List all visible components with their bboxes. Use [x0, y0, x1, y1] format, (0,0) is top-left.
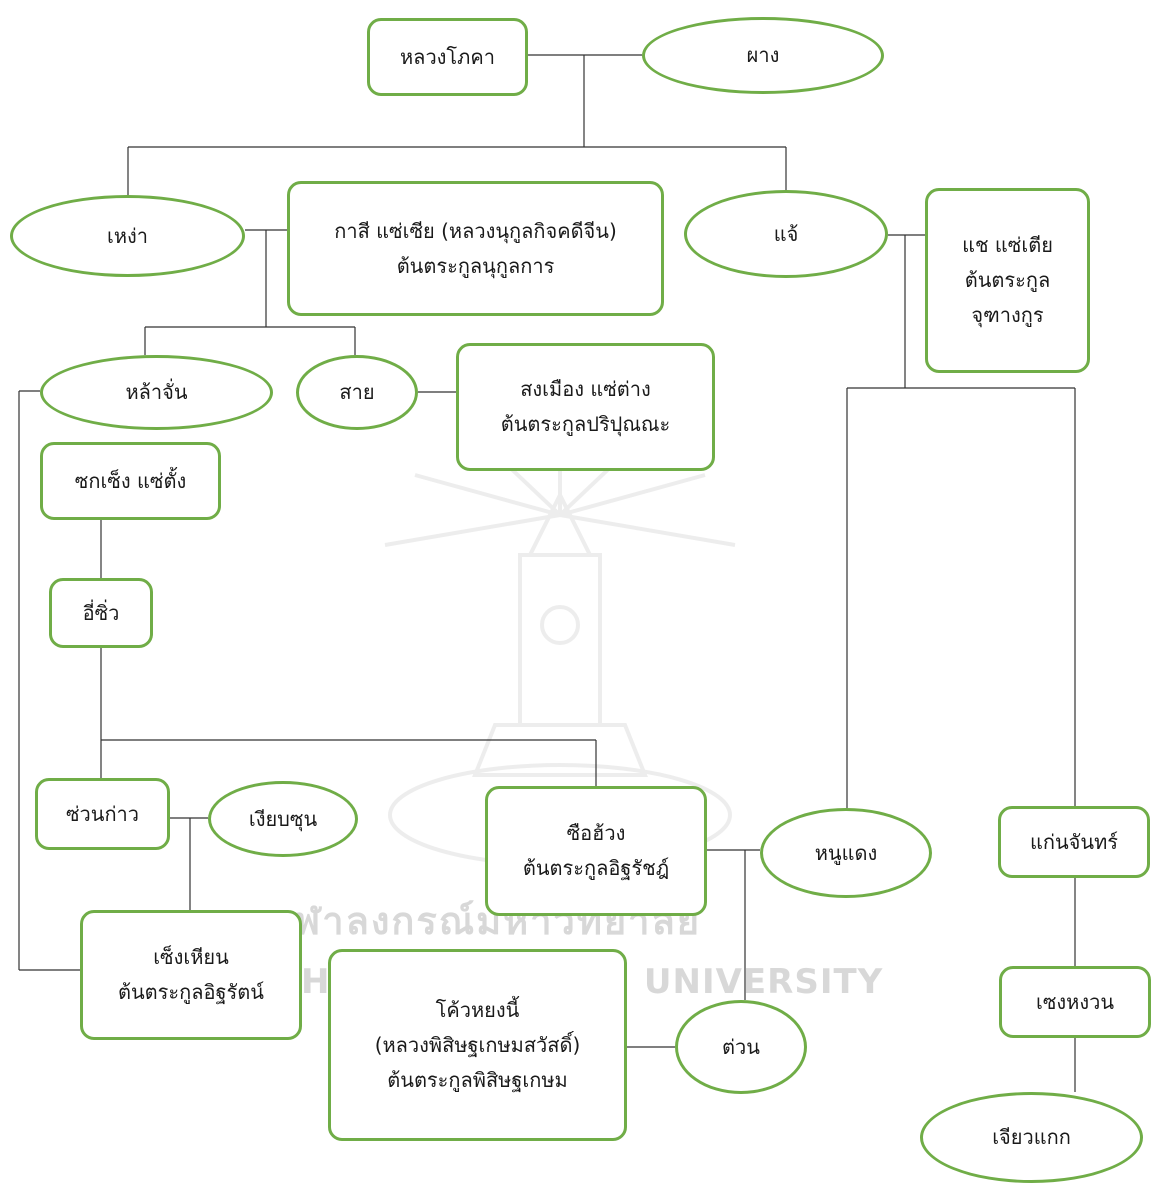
person-name: สงเมือง แซ่ต่าง	[520, 377, 651, 401]
person-name: เงียบซุน	[248, 806, 318, 831]
person-node-tuan: ต่วน	[675, 1000, 807, 1094]
person-node-hao: เหง่า	[10, 195, 245, 277]
person-name: ซือฮ้วง	[566, 821, 626, 845]
person-name: โค้วหยงนี้	[435, 997, 520, 1022]
person-name: แช แซ่เตีย	[962, 233, 1053, 257]
person-name: หลวงโภคา	[400, 44, 495, 69]
person-node-kaen-chan: แก่นจันทร์	[998, 806, 1150, 878]
person-name: แจ้	[773, 221, 799, 246]
person-node-sok-seng: ซกเซ็ง แซ่ตั้ง	[40, 442, 221, 520]
person-name: เซงหงวน	[1035, 989, 1115, 1014]
family-lineage: ต้นตระกูลปริปุณณะ	[500, 412, 671, 436]
person-name: เจียวแกก	[992, 1125, 1071, 1149]
person-name: เซ็งเหียน	[153, 945, 229, 969]
family-lineage: จุฑางกูร	[971, 303, 1044, 327]
person-name: แก่นจันทร์	[1030, 829, 1118, 854]
person-node-kao-yong: โค้วหยงนี้ (หลวงพิสิษฐเกษมสวัสดิ์) ต้นตร…	[328, 949, 627, 1141]
family-lineage: ต้นตระกูลนุกูลการ	[396, 253, 555, 278]
family-lineage: ต้นตระกูลอิฐรัตน์	[118, 980, 264, 1004]
person-node-sue-huang: ซือฮ้วง ต้นตระกูลอิฐรัชฎ์	[485, 786, 707, 916]
person-name: สาย	[339, 380, 375, 404]
person-node-seng-huan: เซงหงวน	[999, 966, 1151, 1038]
person-name: ต่วน	[722, 1034, 760, 1059]
family-lineage: ต้นตระกูลอิฐรัชฎ์	[522, 856, 670, 880]
person-node-seng-hian: เซ็งเหียน ต้นตระกูลอิฐรัตน์	[80, 910, 302, 1040]
person-name: ซกเซ็ง แซ่ตั้ง	[74, 468, 187, 493]
person-node-i-sio: อี่ซิ่ว	[49, 578, 153, 648]
person-name: เหง่า	[106, 223, 148, 248]
person-node-luang-phokha: หลวงโภคา	[367, 18, 528, 96]
person-name: กาสี แซ่เซีย (หลวงนุกูลกิจคดีจีน)	[334, 218, 617, 243]
person-node-chae-sae-tia: แช แซ่เตีย ต้นตระกูล จุฑางกูร	[925, 188, 1090, 373]
person-name: ผาง	[746, 43, 780, 67]
person-name: อี่ซิ่ว	[82, 600, 120, 625]
person-node-ngiap-sun: เงียบซุน	[208, 781, 358, 857]
person-node-kasi: กาสี แซ่เซีย (หลวงนุกูลกิจคดีจีน) ต้นตระ…	[287, 181, 664, 316]
person-node-la-chan: หล้าจั่น	[40, 355, 273, 430]
person-node-nu-daeng: หนูแดง	[760, 808, 932, 898]
person-name: ซ่วนก่าว	[65, 801, 140, 826]
person-node-chae: แจ้	[684, 190, 888, 278]
person-title: (หลวงพิสิษฐเกษมสวัสดิ์)	[374, 1032, 581, 1057]
person-name: หนูแดง	[814, 840, 878, 865]
person-node-chiao-kaek: เจียวแกก	[920, 1092, 1143, 1183]
person-node-sai: สาย	[296, 355, 418, 430]
family-lineage: ต้นตระกูล	[964, 268, 1051, 292]
person-node-song-mueang: สงเมือง แซ่ต่าง ต้นตระกูลปริปุณณะ	[456, 343, 715, 471]
person-node-suan-kao: ซ่วนก่าว	[35, 778, 170, 850]
family-lineage: ต้นตระกูลพิสิษฐเกษม	[387, 1067, 568, 1092]
person-node-phang: ผาง	[642, 17, 884, 94]
person-name: หล้าจั่น	[125, 380, 188, 404]
